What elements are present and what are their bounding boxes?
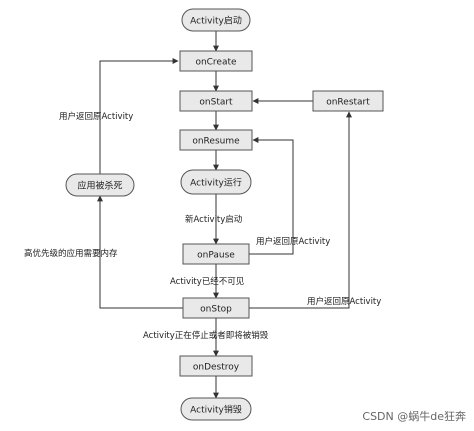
edge-stop-to-restart [249, 111, 352, 309]
node-on-pause-label: onPause [197, 251, 235, 261]
node-on-stop-label: onStop [200, 305, 232, 315]
node-activity-start-label: Activity启动 [190, 15, 242, 27]
node-on-resume-label: onResume [192, 137, 240, 147]
node-activity-running-label: Activity运行 [190, 177, 242, 189]
node-on-create: onCreate [179, 50, 253, 72]
node-app-killed-label: 应用被杀死 [77, 180, 122, 192]
node-activity-destroyed-label: Activity销毁 [190, 404, 242, 416]
node-on-destroy-label: onDestroy [193, 363, 240, 373]
node-on-resume: onResume [179, 129, 253, 151]
node-activity-destroyed: Activity销毁 [180, 397, 252, 421]
node-on-start: onStart [179, 90, 253, 112]
node-on-create-label: onCreate [195, 58, 237, 68]
node-on-pause: onPause [182, 243, 250, 265]
node-on-stop: onStop [182, 297, 250, 319]
edge-stop-to-killed [97, 195, 183, 309]
edge-killed-to-create [99, 58, 179, 174]
label-user-returns-3: 用户返回原Activity [307, 296, 381, 307]
node-on-destroy: onDestroy [179, 355, 253, 377]
node-app-killed: 应用被杀死 [65, 173, 135, 197]
label-activity-stopping: Activity正在停止或者即将被销毁 [143, 330, 269, 341]
edge-pause-to-resume [249, 137, 294, 255]
label-user-returns-2: 用户返回原Activity [256, 236, 330, 247]
label-higher-priority-app: 高优先级的应用需要内存 [24, 248, 118, 259]
label-activity-not-visible: Activity已经不可见 [170, 276, 245, 287]
label-user-returns-1: 用户返回原Activity [59, 111, 133, 122]
node-activity-start: Activity启动 [181, 8, 251, 32]
node-on-restart-label: onRestart [326, 98, 370, 108]
node-on-restart: onRestart [312, 90, 384, 112]
node-on-start-label: onStart [199, 98, 233, 108]
label-new-activity-started: 新Activity启动 [185, 214, 243, 225]
csdn-watermark: CSDN @蜗牛de狂奔 [362, 409, 466, 423]
node-activity-running: Activity运行 [180, 169, 252, 195]
